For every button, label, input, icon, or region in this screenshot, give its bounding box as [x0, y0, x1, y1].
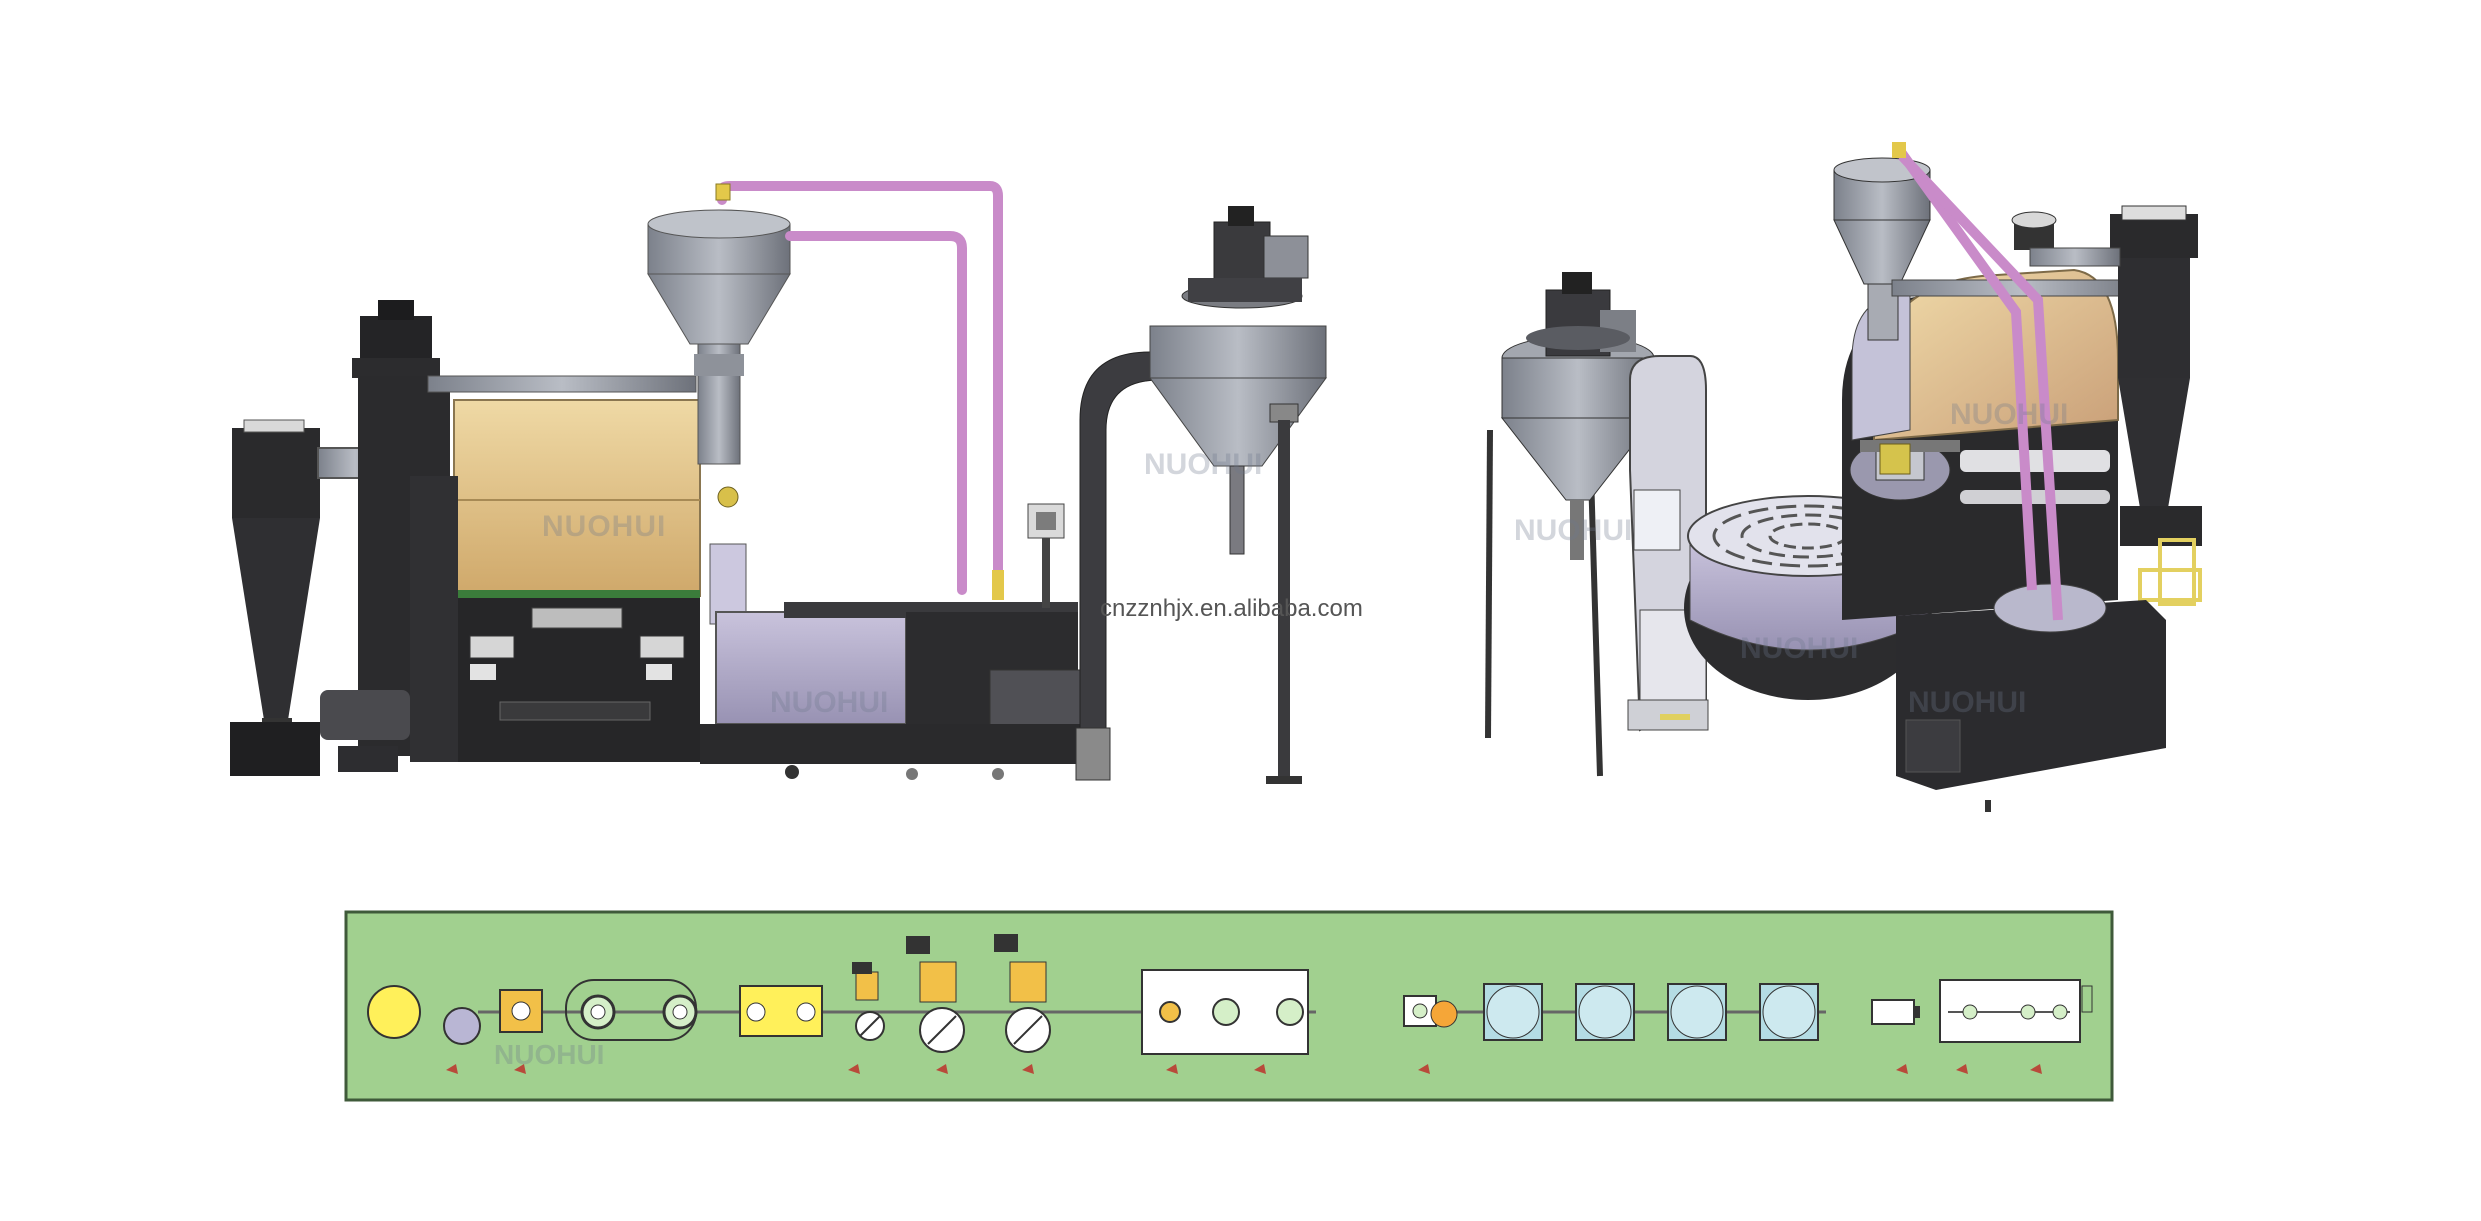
roasting-drum	[453, 399, 701, 597]
watermark-nuohui: NUOHUI	[494, 1039, 604, 1070]
iso-destoner	[1485, 272, 1656, 777]
website-watermark: cnzznhjx.en.alibaba.com	[1100, 595, 1363, 622]
packing-unit-symbol	[1871, 999, 1915, 1025]
machine-base	[700, 724, 1080, 764]
roaster-symbol	[994, 934, 1051, 1053]
watermark-nuohui: NUOHUI	[1514, 514, 1632, 547]
storage-silo-symbol	[1483, 983, 1543, 1041]
watermark-nuohui: NUOHUI	[542, 510, 666, 543]
storage-silo-symbol	[1759, 983, 1819, 1041]
iso-roaster	[1833, 157, 2153, 620]
cyclone-separator	[230, 419, 320, 776]
vacuum-feed-pipes	[715, 181, 1004, 600]
isometric-roasting-line: NUOHUI NUOHUI NUOHUI NUOHUI	[1485, 142, 2202, 812]
top-motor	[352, 300, 440, 378]
watermark-nuohui: NUOHUI	[1740, 632, 1858, 665]
watermark-nuohui: NUOHUI	[770, 686, 888, 719]
watermark-nuohui: NUOHUI	[1908, 686, 2026, 719]
side-view-roasting-line: NUOHUI NUOHUI NUOHUI cnzznhjx.en.alibaba…	[230, 181, 1363, 784]
floor-markers	[446, 1064, 2042, 1074]
storage-silo-symbol	[1667, 983, 1727, 1041]
control-box	[1027, 503, 1065, 608]
iso-cyclone	[2011, 205, 2202, 606]
iso-dark-cabinet	[1896, 583, 2166, 812]
hopper-symbol	[443, 1007, 481, 1045]
destoner	[1075, 206, 1327, 784]
iso-vacuum-pipes	[1892, 142, 2063, 621]
roaster-symbol	[906, 936, 965, 1053]
watermark-nuohui: NUOHUI	[1144, 448, 1262, 481]
green-bean-hopper	[647, 209, 791, 465]
watermark-nuohui: NUOHUI	[1950, 398, 2068, 431]
process-flow-panel: NUOHUI	[344, 910, 2114, 1102]
horizontal-pipe	[427, 375, 697, 393]
roaster-symbol	[852, 962, 885, 1041]
storage-silo-symbol	[1575, 983, 1635, 1041]
raw-bean-bin-symbol	[367, 985, 421, 1039]
